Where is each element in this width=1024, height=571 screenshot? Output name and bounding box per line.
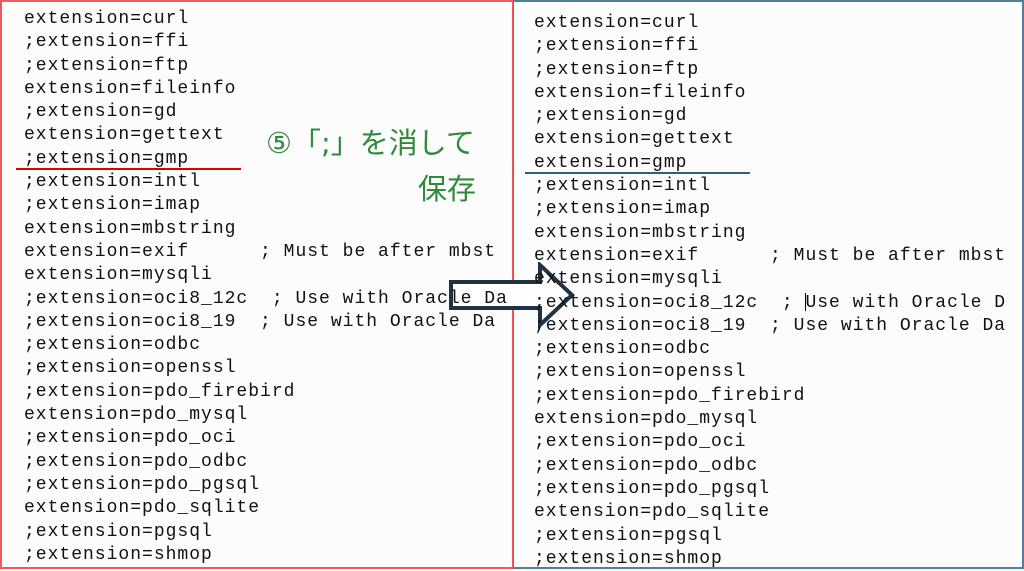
code-line: extension=pdo_mysql [24, 405, 249, 426]
annotation-save: 保存 [418, 172, 477, 206]
code-line[interactable]: extension=fileinfo [534, 82, 747, 103]
code-line: extension=mbstring [24, 218, 237, 239]
code-line: extension=pdo_sqlite [24, 498, 261, 519]
code-line[interactable]: ;extension=ffi [534, 36, 700, 57]
code-line: extension=fileinfo [24, 78, 237, 99]
code-line[interactable]: extension=exif ; Must be after mbst [534, 245, 1007, 266]
code-line: extension=mysqli [24, 265, 213, 286]
code-line[interactable]: ;extension=odbc [534, 339, 712, 360]
code-line: ;extension=ffi [24, 32, 190, 53]
code-lines-after[interactable]: extension=curl ;extension=ffi;extension=f… [534, 12, 1006, 571]
text-cursor [805, 292, 807, 311]
after-editor-panel[interactable] [513, 0, 1024, 569]
code-line[interactable]: extension=pdo_sqlite [534, 502, 771, 523]
code-line[interactable]: ;extension=pgsql [534, 525, 723, 546]
code-line[interactable]: ;extension=ftp [534, 59, 700, 80]
code-line: ;extension=pdo_firebird [24, 381, 296, 402]
code-line: ;extension=pdo_odbc [24, 451, 249, 472]
code-line: ;extension=shmop [24, 544, 213, 565]
code-line: ;extension=oci8_19 ; Use with Oracle Da [24, 311, 497, 332]
code-line[interactable]: ;extension=oci8_19 ; Use with Oracle Da [534, 315, 1007, 336]
code-line[interactable]: extension=gmp [534, 152, 688, 173]
code-line: ;extension=gd [24, 102, 178, 123]
code-line: extension=curl [24, 9, 190, 29]
code-line[interactable]: ;extension=oci8_12c ; Use with Oracle D [534, 292, 1007, 313]
code-line: ;extension=intl [24, 172, 202, 193]
code-line[interactable]: ;extension=pdo_firebird [534, 385, 806, 406]
code-line[interactable]: extension=gettext [534, 129, 735, 150]
code-line[interactable]: ;extension=pdo_oci [534, 432, 747, 453]
code-line[interactable]: extension=mbstring [534, 222, 747, 243]
code-line: extension=exif ; Must be after mbst [24, 241, 497, 262]
code-line: ;extension=ftp [24, 55, 190, 76]
code-line: ;extension=pdo_pgsql [24, 474, 261, 495]
before-editor-panel [0, 0, 514, 569]
code-line: extension=gettext [24, 125, 225, 146]
code-line[interactable]: ;extension=openssl [534, 362, 747, 383]
code-line[interactable]: extension=mysqli [534, 269, 723, 290]
code-line[interactable]: ;extension=intl [534, 176, 712, 197]
code-line[interactable]: ;extension=pdo_pgsql [534, 478, 771, 499]
code-line[interactable]: ;extension=gd [534, 106, 688, 127]
code-line: ;extension=pdo_oci [24, 428, 237, 449]
code-line: ;extension=imap [24, 195, 202, 216]
code-line[interactable]: extension=curl [534, 13, 700, 33]
right-arrow-icon [449, 262, 575, 328]
code-line: ;extension=pgsql [24, 521, 213, 542]
code-line: ;extension=odbc [24, 335, 202, 356]
code-line[interactable]: extension=pdo_mysql [534, 409, 759, 430]
code-line[interactable]: ;extension=shmop [534, 548, 723, 569]
code-line[interactable]: ;extension=pdo_odbc [534, 455, 759, 476]
code-line: ;extension=openssl [24, 358, 237, 379]
annotation-step5: ⑤「;」を消して [266, 126, 475, 160]
highlight-underline-red [16, 168, 241, 170]
code-line[interactable]: ;extension=imap [534, 199, 712, 220]
code-line: ;extension=gmp [24, 148, 190, 169]
highlight-underline-blue [525, 172, 750, 174]
code-lines-before: extension=curl ;extension=ffi;extension=f… [24, 8, 508, 567]
code-line: ;extension=oci8_12c ; Use with Oracle Da [24, 288, 508, 309]
